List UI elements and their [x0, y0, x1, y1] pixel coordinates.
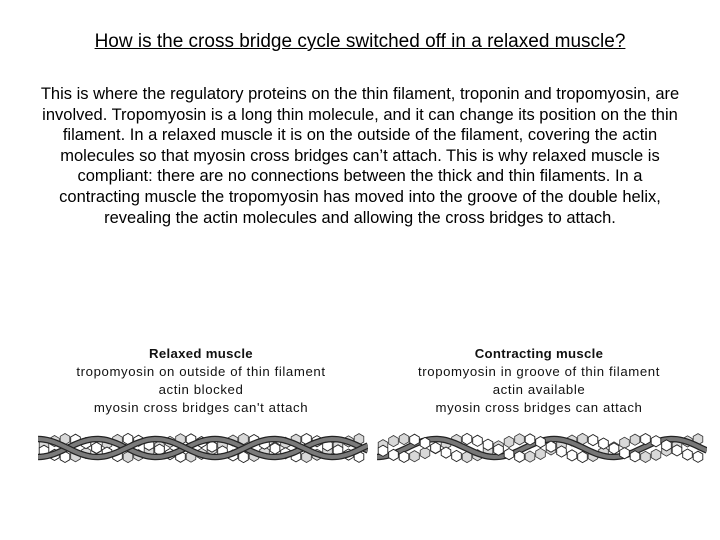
actin-monomer	[619, 436, 630, 449]
actin-monomer	[650, 448, 662, 461]
relaxed-line-3: myosin cross bridges can't attach	[93, 400, 309, 415]
actin-monomer	[514, 433, 525, 446]
contracting-thin-filament-diagram	[377, 432, 707, 464]
actin-monomer	[409, 433, 420, 446]
actin-monomer	[503, 435, 515, 448]
relaxed-line-1: tropomyosin on outside of thin filament	[76, 364, 326, 379]
actin-monomer	[535, 447, 546, 460]
actin-monomer	[409, 450, 420, 463]
actin-monomer	[472, 434, 483, 447]
actin-monomer	[682, 448, 693, 461]
actin-monomer	[269, 442, 281, 455]
actin-monomer	[629, 450, 641, 463]
actin-monomer	[419, 446, 431, 460]
actin-monomer	[419, 436, 431, 450]
actin-monomer	[377, 444, 389, 457]
body-paragraph: This is where the regulatory proteins on…	[40, 85, 680, 227]
actin-monomer	[640, 450, 651, 463]
actin-monomer	[671, 444, 683, 457]
actin-monomer	[503, 447, 515, 461]
actin-monomer	[608, 442, 620, 455]
actin-monomer	[482, 438, 494, 451]
contracting-caption: Contracting muscle tropomyosin in groove…	[374, 345, 704, 417]
tropomyosin-strand-fill	[38, 436, 368, 460]
actin-monomer	[692, 450, 704, 463]
actin-monomer	[388, 448, 399, 462]
actin-monomer	[398, 433, 410, 446]
contracting-line-3: myosin cross bridges can attach	[435, 400, 643, 415]
actin-monomer	[430, 441, 441, 454]
tropomyosin-strand-fill	[38, 436, 368, 460]
actin-monomer	[650, 435, 662, 448]
actin-monomer	[91, 441, 102, 454]
contracting-line-1: tropomyosin in groove of thin filament	[418, 364, 660, 379]
actin-monomer	[514, 450, 525, 463]
actin-monomer	[398, 450, 410, 464]
relaxed-line-2: actin blocked	[158, 382, 244, 397]
actin-monomer	[566, 449, 578, 462]
actin-monomer	[661, 439, 672, 452]
contracting-line-2: actin available	[492, 382, 586, 397]
actin-monomer	[545, 440, 557, 453]
actin-monomer	[556, 445, 567, 458]
actin-monomer	[577, 450, 588, 464]
actin-monomer	[640, 432, 651, 446]
slide-title: How is the cross bridge cycle switched o…	[94, 31, 626, 52]
relaxed-thin-filament-diagram	[38, 432, 368, 464]
actin-monomer	[535, 435, 546, 449]
contracting-heading: Contracting muscle	[474, 346, 604, 361]
relaxed-caption: Relaxed muscle tropomyosin on outside of…	[36, 345, 366, 417]
actin-monomer	[493, 443, 504, 456]
actin-monomer	[451, 449, 462, 463]
actin-monomer	[619, 447, 630, 460]
actin-monomer	[388, 435, 399, 448]
relaxed-heading: Relaxed muscle	[149, 346, 253, 361]
actin-monomer	[206, 440, 218, 453]
actin-monomer	[598, 437, 609, 450]
actin-monomer	[524, 450, 536, 463]
actin-monomer	[461, 432, 473, 446]
actin-monomer	[629, 433, 641, 446]
actin-monomer	[524, 433, 536, 446]
actin-monomer	[587, 433, 599, 447]
actin-monomer	[440, 446, 452, 459]
